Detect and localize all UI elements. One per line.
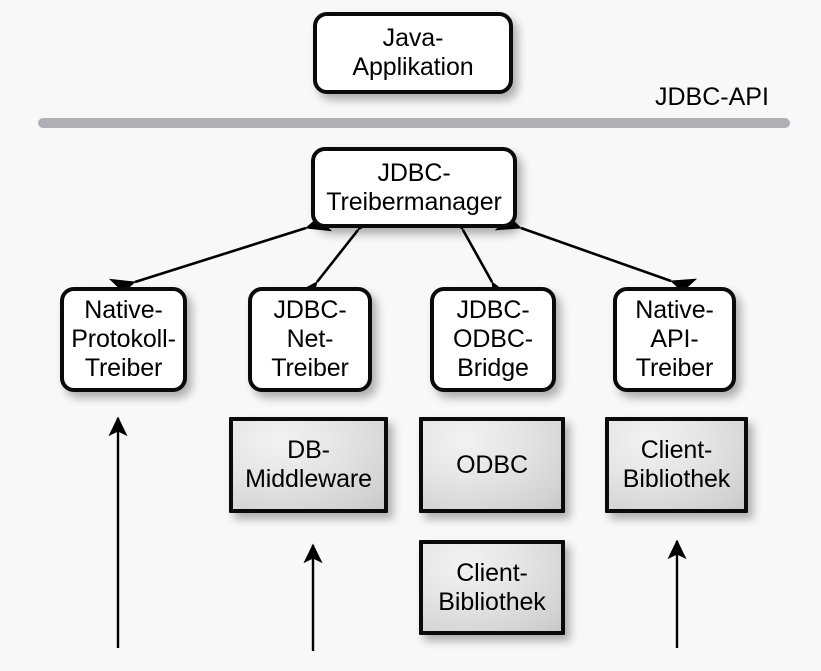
node-db-middleware[interactable]: DB- Middleware bbox=[229, 417, 388, 513]
node-native-api-driver[interactable]: Native- API- Treiber bbox=[613, 287, 736, 392]
jdbc-api-label: JDBC-API bbox=[655, 83, 769, 111]
node-client-library-native-api[interactable]: Client- Bibliothek bbox=[605, 417, 748, 513]
node-odbc[interactable]: ODBC bbox=[419, 417, 565, 513]
link-manager-native-protocol-driver bbox=[108, 210, 333, 300]
node-jdbc-net-driver[interactable]: JDBC- Net- Treiber bbox=[248, 287, 372, 392]
node-native-protocol-driver[interactable]: Native- Protokoll- Treiber bbox=[60, 287, 187, 392]
jdbc-api-separator-bar bbox=[38, 118, 790, 128]
node-jdbc-odbc-bridge[interactable]: JDBC- ODBC- Bridge bbox=[430, 287, 556, 392]
link-manager-jdbc-odbc-bridge bbox=[441, 203, 514, 309]
link-manager-jdbc-net-driver bbox=[293, 204, 382, 308]
link-manager-native-api-driver bbox=[494, 209, 698, 300]
node-jdbc-driver-manager[interactable]: JDBC- Treibermanager bbox=[311, 147, 517, 228]
node-java-application[interactable]: Java- Applikation bbox=[313, 12, 513, 94]
node-client-library-odbc[interactable]: Client- Bibliothek bbox=[419, 540, 565, 635]
